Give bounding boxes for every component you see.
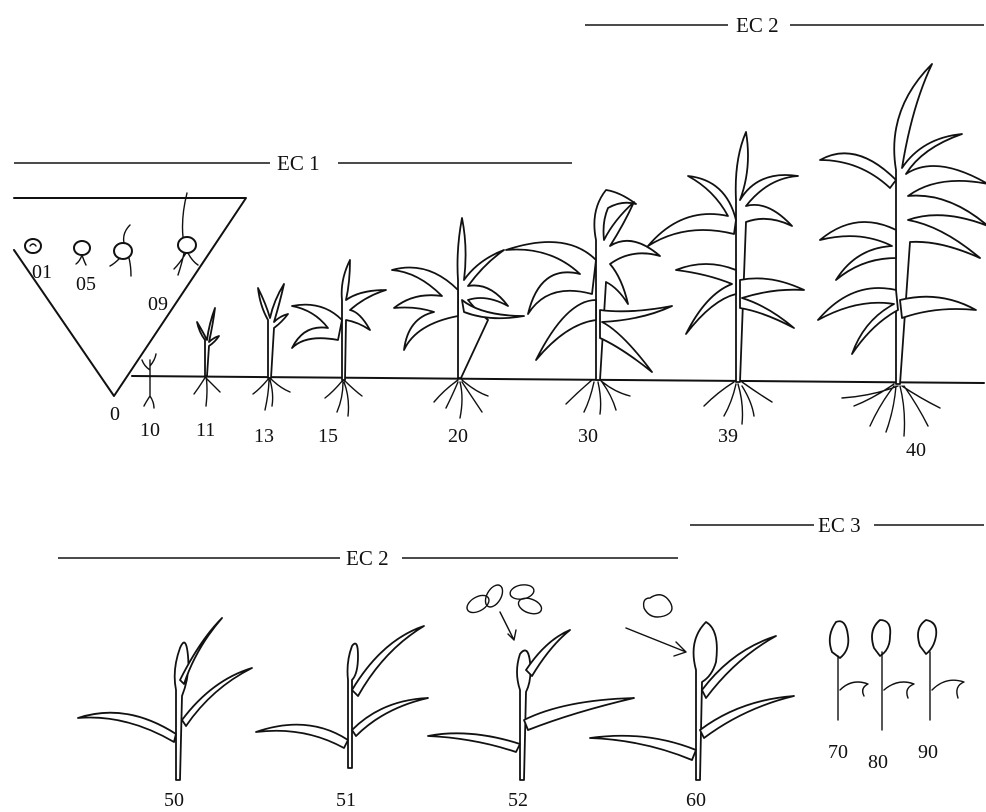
seed-09b-illustration	[174, 193, 198, 275]
stage-label-51: 51	[336, 789, 356, 811]
stage-label-60: 60	[686, 789, 706, 811]
plant-stage-13	[253, 284, 290, 410]
ec2-bottom-label: EC 2	[346, 546, 389, 570]
stage-label-39: 39	[718, 425, 738, 447]
stage-label-05: 05	[76, 273, 96, 295]
stage-label-01: 01	[32, 261, 52, 283]
ec1-rule: EC 1	[14, 151, 572, 175]
plant-stage-10	[142, 354, 156, 408]
stage-label-15: 15	[318, 425, 338, 447]
seed-09a-illustration	[110, 225, 132, 276]
stage-label-13: 13	[254, 425, 274, 447]
stage-label-11: 11	[196, 419, 215, 441]
ec3-label: EC 3	[818, 513, 861, 537]
plant-stage-40	[818, 64, 986, 436]
anther-cluster-icon	[464, 582, 544, 640]
stage-label-40: 40	[906, 439, 926, 461]
stage-label-52: 52	[508, 789, 528, 811]
ec2-top-rule: EC 2	[585, 13, 984, 37]
ec2-top-label: EC 2	[736, 13, 779, 37]
stage-label-50: 50	[164, 789, 184, 811]
ec1-label: EC 1	[277, 151, 320, 175]
stage-label-09: 09	[148, 293, 168, 315]
stage-label-90: 90	[918, 741, 938, 763]
stage-label-10: 10	[140, 419, 160, 441]
soil-line	[132, 376, 984, 383]
plant-stage-80	[872, 620, 914, 730]
germination-triangle	[14, 198, 246, 396]
seed-05-illustration	[74, 241, 90, 265]
stage-label-30: 30	[578, 425, 598, 447]
plant-stage-11	[194, 308, 220, 406]
plant-stage-20	[392, 218, 524, 418]
ec3-rule: EC 3	[690, 513, 984, 537]
stage-label-80: 80	[868, 751, 888, 773]
pollen-arrow-icon	[626, 595, 686, 656]
plant-stage-52	[428, 582, 634, 780]
stage-label-20: 20	[448, 425, 468, 447]
plant-stage-50	[78, 618, 252, 780]
plant-stage-90	[918, 620, 964, 720]
ec2-bottom-rule: EC 2	[58, 546, 678, 570]
plant-stage-70	[830, 621, 868, 720]
seed-01-illustration	[25, 239, 41, 253]
stage-label-70: 70	[828, 741, 848, 763]
plant-stage-51	[256, 626, 428, 768]
plant-stage-15	[292, 260, 386, 416]
stage-label-0: 0	[110, 403, 120, 425]
plant-stage-60	[590, 595, 794, 780]
